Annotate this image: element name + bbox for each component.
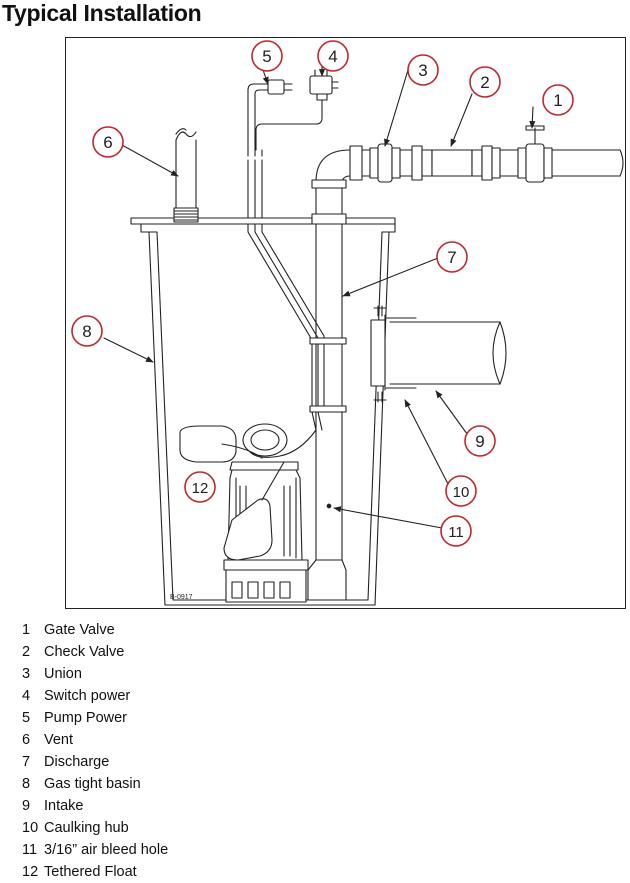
legend-label: Check Valve: [44, 644, 125, 660]
air-bleed-hole: [326, 503, 332, 509]
legend-number: 7: [22, 754, 31, 770]
legend-number: 6: [22, 732, 31, 748]
legend-item: 4 Switch power: [22, 685, 168, 707]
legend-label: Union: [44, 666, 82, 682]
legend-label: Gas tight basin: [44, 776, 141, 792]
legend-item: 8 Gas tight basin: [22, 773, 168, 795]
callout-number: 12: [192, 480, 209, 497]
tethered-float: [179, 425, 285, 561]
legend-label: Gate Valve: [44, 622, 115, 638]
legend-number: 10: [22, 820, 39, 836]
vent-pipe: [173, 128, 199, 223]
callout-5: 5: [251, 40, 283, 72]
callout-number: 2: [480, 73, 489, 92]
callout-number: 5: [262, 47, 271, 66]
diagram-frame: [65, 37, 626, 609]
leader-lines: [103, 65, 536, 529]
callout-number: 6: [103, 133, 112, 152]
callout-7: 7: [436, 241, 468, 273]
callout-number: 1: [553, 91, 562, 110]
legend-label: Tethered Float: [44, 864, 137, 880]
callout-11: 11: [440, 515, 472, 547]
legend-item: 2 Check Valve: [22, 641, 168, 663]
legend-item: 9 Intake: [22, 795, 168, 817]
callout-number: 7: [447, 248, 456, 267]
callout-12: 12: [184, 471, 216, 503]
callout-number: 8: [82, 322, 91, 341]
legend-item: 12 Tethered Float: [22, 861, 168, 883]
discharge-pipe: [309, 149, 351, 566]
legend-number: 8: [22, 776, 31, 792]
legend-number: 12: [22, 864, 39, 880]
callout-3: 3: [407, 54, 439, 86]
page-title: Typical Installation: [2, 0, 202, 26]
legend-item: 3 Union: [22, 663, 168, 685]
callout-1: 1: [542, 84, 574, 116]
drawing-code: B-0917: [170, 594, 193, 601]
legend-label: 3/16” air bleed hole: [44, 842, 169, 858]
legend-label: Pump Power: [44, 710, 128, 726]
power-cords: [247, 69, 339, 431]
legend-number: 5: [22, 710, 31, 726]
intake-pipe: [370, 305, 507, 403]
legend-item: 11 3/16” air bleed hole: [22, 839, 168, 861]
legend-item: 5 Pump Power: [22, 707, 168, 729]
callout-8: 8: [71, 315, 103, 347]
legend-label: Intake: [44, 798, 84, 814]
horizontal-pipe: [349, 125, 624, 183]
legend-item: 10 Caulking hub: [22, 817, 168, 839]
legend-item: 6 Vent: [22, 729, 168, 751]
callout-number: 3: [418, 61, 427, 80]
callout-6: 6: [92, 126, 124, 158]
callout-number: 9: [475, 432, 484, 451]
callout-number: 4: [328, 47, 337, 66]
legend-item: 1 Gate Valve: [22, 619, 168, 641]
callout-number: 10: [453, 484, 470, 501]
legend-number: 4: [22, 688, 31, 704]
legend-label: Caulking hub: [44, 820, 129, 836]
basin-cover: [130, 217, 396, 225]
legend-label: Vent: [44, 732, 74, 748]
legend-number: 1: [22, 622, 31, 638]
callout-4: 4: [317, 40, 349, 72]
legend-label: Switch power: [44, 688, 131, 704]
callout-2: 2: [469, 66, 501, 98]
legend-number: 2: [22, 644, 31, 660]
legend-number: 11: [22, 842, 38, 858]
callout-9: 9: [464, 425, 496, 457]
callout-number: 11: [448, 524, 464, 541]
legend-list: 1 Gate Valve 2 Check Valve 3 Union 4 Switch …: [22, 619, 168, 883]
legend-label: Discharge: [44, 754, 110, 770]
callout-10: 10: [445, 475, 477, 507]
legend-item: 7 Discharge: [22, 751, 168, 773]
legend-number: 3: [22, 666, 31, 682]
legend-number: 9: [22, 798, 31, 814]
